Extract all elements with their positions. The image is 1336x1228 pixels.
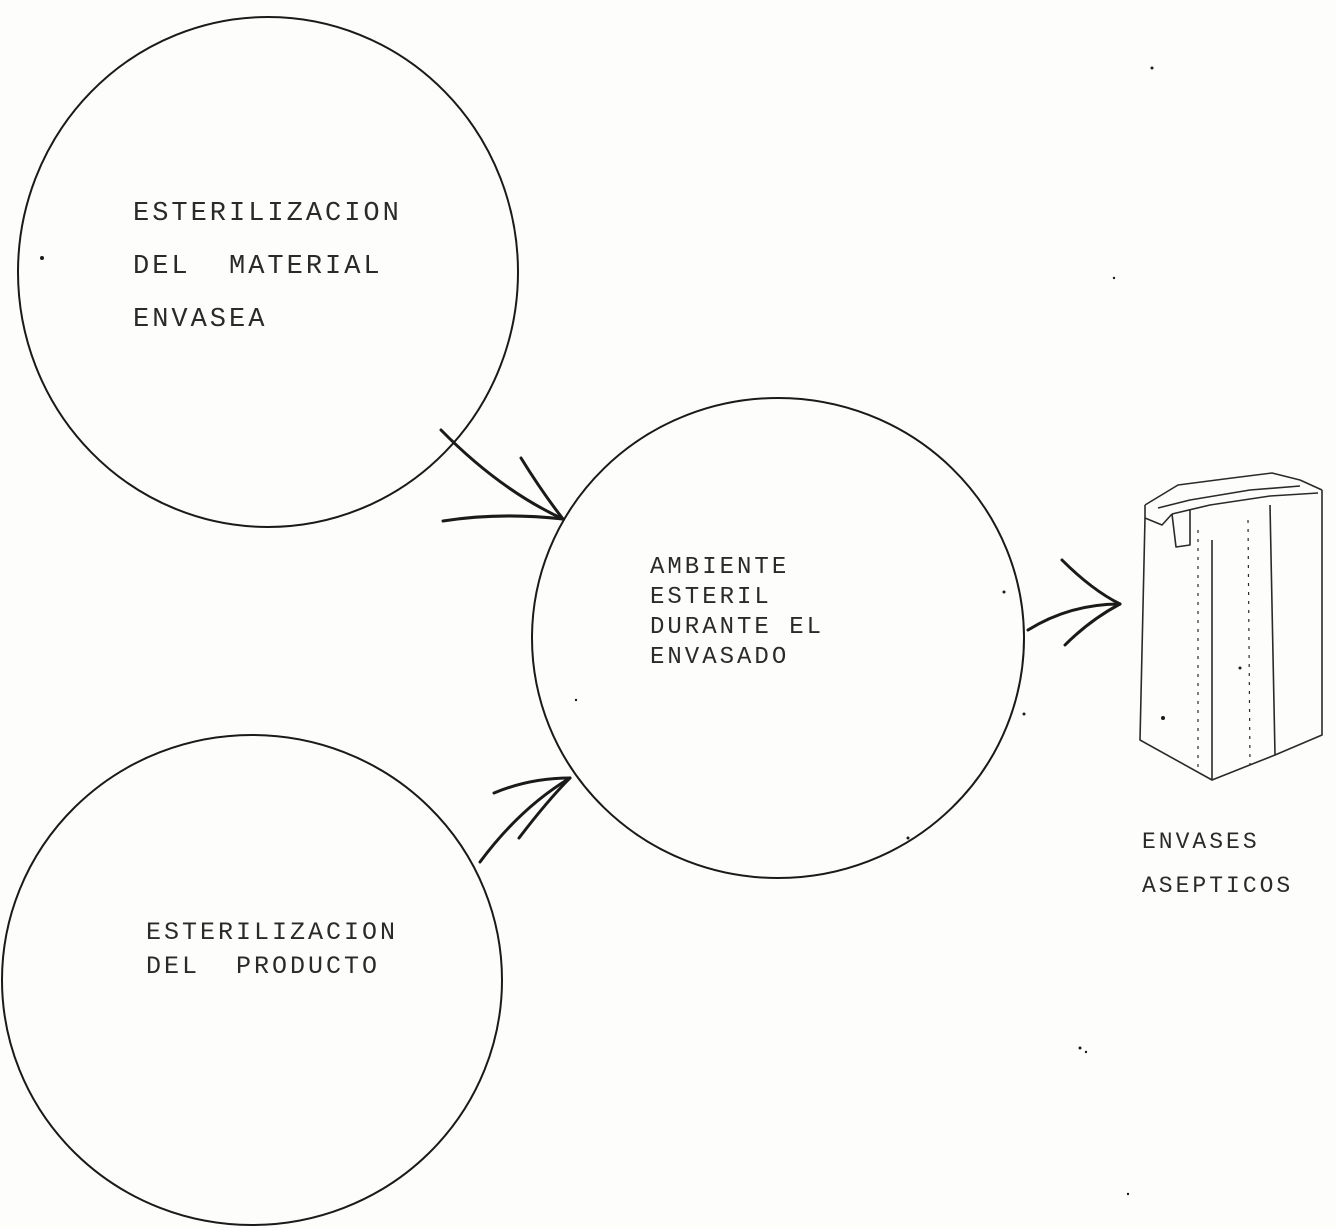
material-sterilization-line-3: ENVASEA	[133, 305, 268, 335]
arrow-product-to-environment	[478, 776, 572, 864]
material-sterilization-line-1: ESTERILIZACION	[133, 199, 402, 229]
aseptic-packages-label: ENVASES ASEPTICOS	[1142, 820, 1293, 908]
product-sterilization-line-2: DEL PRODUCTO	[146, 952, 381, 981]
carton-package-icon	[1139, 472, 1323, 781]
material-sterilization-circle	[17, 16, 519, 528]
material-sterilization-label: ESTERILIZACION DEL MATERIAL ENVASEA	[133, 188, 402, 347]
sterile-environment-line-1: AMBIENTE	[650, 554, 790, 581]
material-sterilization-line-2: DEL MATERIAL	[133, 252, 383, 282]
sterile-environment-label: AMBIENTE ESTERIL DURANTE EL ENVASADO	[650, 553, 824, 673]
aseptic-packages-line-1: ENVASES	[1142, 829, 1260, 855]
sterile-environment-circle	[531, 397, 1025, 879]
arrow-material-to-environment	[439, 428, 565, 523]
sterile-environment-line-3: DURANTE EL	[650, 614, 825, 641]
product-sterilization-label: ESTERILIZACION DEL PRODUCTO	[146, 916, 398, 984]
sterile-environment-line-4: ENVASADO	[650, 644, 790, 671]
product-sterilization-circle	[1, 734, 503, 1226]
scan-specks	[40, 66, 1242, 1196]
aseptic-packages-line-2: ASEPTICOS	[1142, 873, 1294, 899]
product-sterilization-line-1: ESTERILIZACION	[146, 918, 399, 947]
sterile-environment-line-2: ESTERIL	[650, 584, 772, 611]
arrow-environment-to-packages	[1026, 558, 1122, 647]
